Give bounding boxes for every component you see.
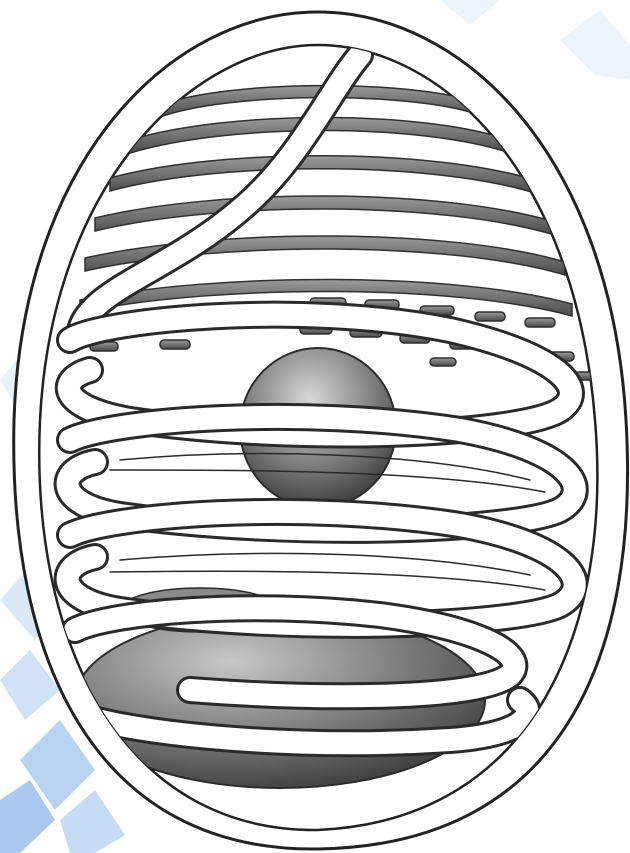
crystal-shape xyxy=(60,790,125,853)
crystal-shape xyxy=(440,0,500,25)
crystal-shape xyxy=(560,10,630,80)
